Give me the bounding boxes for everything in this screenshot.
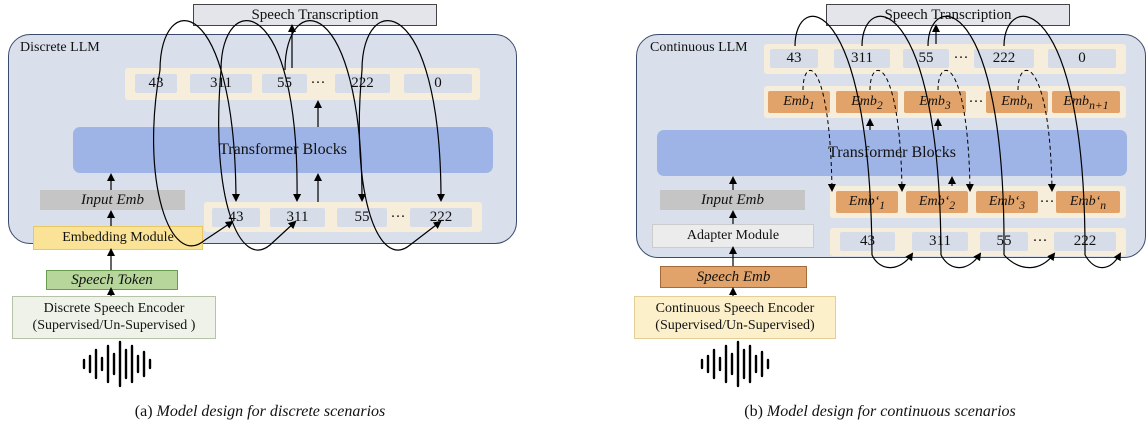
right-caption-text: Model design for continuous scenarios	[766, 403, 1016, 420]
autoregressive-loop	[1084, 252, 1121, 269]
left-transformer-blocks: Transformer Blocks	[73, 127, 493, 173]
autoregressive-loop	[794, 15, 873, 256]
autoregressive-loop	[159, 20, 240, 202]
right-input-token: 311	[912, 232, 968, 251]
speech-emb: Speech Emb	[660, 266, 807, 288]
output-emb-base: Emb	[783, 94, 809, 109]
left-output-ellipsis: ···	[310, 75, 326, 91]
right-output-token: 43	[770, 49, 818, 68]
right-output-token: 222	[974, 49, 1034, 68]
left-output-token: 43	[135, 74, 177, 93]
dashed-embedding-loop	[937, 69, 974, 192]
input-emb-sub: 3	[1019, 198, 1026, 212]
left-output-token: 222	[335, 74, 390, 93]
output-emb: Embn	[986, 91, 1048, 113]
right-emb-ellipsis: ···	[968, 94, 984, 110]
autoregressive-loop	[284, 20, 366, 202]
autoregressive-loop	[1003, 15, 1086, 256]
output-emb: Embn+1	[1052, 91, 1120, 113]
output-emb-base: Emb	[1063, 94, 1090, 109]
left-caption-prefix: (a)	[134, 403, 157, 420]
embedding-module: Embedding Module	[33, 226, 203, 250]
left-caption-text: Model design for discrete scenarios	[156, 403, 386, 420]
encoder-line2: (Supervised/Un-Supervised)	[655, 318, 815, 333]
output-emb-base: Emb	[919, 94, 945, 109]
speech-token: Speech Token	[46, 270, 178, 290]
autoregressive-loop	[927, 15, 1005, 256]
right-input-token: 43	[840, 232, 895, 251]
right-input-emb-ellipsis: ···	[1039, 194, 1055, 210]
continuous-speech-encoder: Continuous Speech Encoder (Supervised/Un…	[634, 296, 836, 339]
output-emb: Emb1	[768, 91, 830, 113]
autoregressive-loop	[218, 69, 297, 251]
input-emb: Emb‘3	[976, 191, 1038, 213]
continuous-llm-label: Continuous LLM	[650, 40, 748, 55]
autoregressive-loop	[861, 15, 942, 256]
right-speech-transcription: Speech Transcription	[826, 4, 1070, 26]
right-output-ellipsis: ···	[953, 50, 969, 66]
left-caption: (a) Model design for discrete scenarios	[90, 403, 430, 421]
discrete-llm-label: Discrete LLM	[20, 40, 100, 55]
autoregressive-loop	[153, 69, 234, 247]
left-output-token: 311	[190, 74, 252, 93]
input-emb-base: Emb‘	[988, 194, 1020, 209]
input-emb: Emb‘n	[1056, 191, 1120, 213]
input-emb-base: Emb‘	[1069, 194, 1101, 209]
left-output-token: 0	[404, 74, 472, 93]
autoregressive-loop	[358, 69, 442, 251]
output-emb-sub: n	[1026, 98, 1033, 112]
left-input-emb: Input Emb	[40, 190, 185, 210]
right-transformer-blocks: Transformer Blocks	[657, 130, 1127, 176]
dashed-embedding-loop	[802, 69, 836, 192]
waveform-icon	[700, 340, 770, 388]
left-speech-transcription: Speech Transcription	[193, 4, 437, 26]
output-emb-sub: 1	[808, 98, 815, 112]
input-emb: Emb‘1	[836, 191, 898, 213]
autoregressive-loop	[940, 252, 982, 269]
output-emb-base: Emb	[1001, 94, 1027, 109]
input-emb-sub: 1	[879, 198, 886, 212]
dashed-embedding-loop	[869, 69, 906, 192]
discrete-speech-encoder: Discrete Speech Encoder (Supervised/Un-S…	[12, 296, 216, 339]
input-emb-base: Emb‘	[918, 194, 950, 209]
input-emb: Emb‘2	[906, 191, 968, 213]
right-caption-prefix: (b)	[744, 403, 767, 420]
autoregressive-loop	[361, 20, 445, 202]
output-emb-sub: 2	[876, 98, 883, 112]
output-emb-sub: n+1	[1089, 98, 1109, 112]
left-input-ellipsis: ···	[390, 209, 406, 225]
dashed-embedding-loop	[1017, 69, 1056, 192]
encoder-line1: Continuous Speech Encoder	[655, 301, 815, 316]
autoregressive-loop	[871, 252, 914, 269]
autoregressive-loop	[220, 20, 302, 202]
left-input-token: 55	[337, 208, 387, 227]
right-input-emb: Input Emb	[660, 190, 805, 210]
right-output-token: 0	[1048, 49, 1116, 68]
output-emb-sub: 3	[944, 98, 951, 112]
right-caption: (b) Model design for continuous scenario…	[680, 403, 1080, 421]
input-emb-sub: 2	[949, 198, 956, 212]
encoder-line1: Discrete Speech Encoder	[43, 301, 185, 316]
input-emb-sub: n	[1100, 198, 1107, 212]
right-input-ellipsis: ···	[1032, 233, 1048, 249]
autoregressive-loop	[1003, 252, 1056, 269]
output-emb: Emb3	[904, 91, 966, 113]
waveform-icon	[82, 340, 152, 388]
output-emb: Emb2	[836, 91, 898, 113]
right-output-token: 311	[834, 49, 890, 68]
encoder-line2: (Supervised/Un-Supervised )	[32, 318, 196, 333]
adapter-module: Adapter Module	[652, 224, 814, 248]
input-emb-base: Emb‘	[848, 194, 880, 209]
